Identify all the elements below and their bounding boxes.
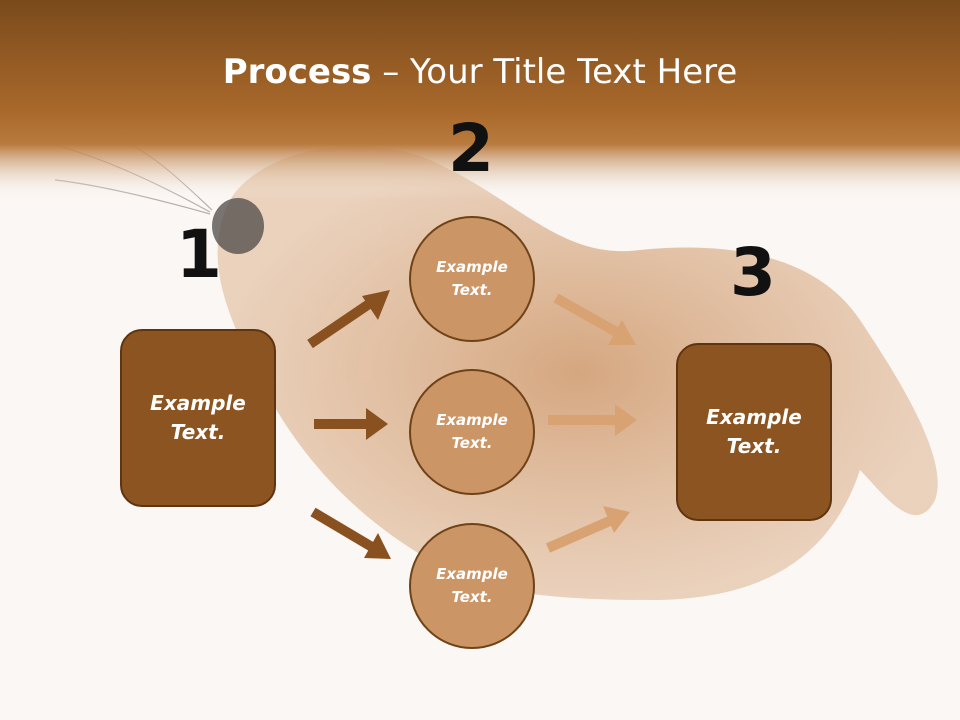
left-box-line1: Example <box>150 391 246 415</box>
circle-bottom: Example Text. <box>409 523 535 649</box>
circle-bottom-line2: Text. <box>451 588 493 606</box>
right-box: Example Text. <box>676 343 832 521</box>
left-box: Example Text. <box>120 329 276 507</box>
left-box-line2: Text. <box>170 420 226 444</box>
circle-bottom-line1: Example <box>436 565 508 583</box>
circle-middle-line2: Text. <box>451 434 493 452</box>
step-number-2: 2 <box>448 110 494 187</box>
circle-top: Example Text. <box>409 216 535 342</box>
circle-top-line2: Text. <box>451 281 493 299</box>
title-bold: Process <box>222 52 372 92</box>
right-box-line2: Text. <box>726 434 782 458</box>
circle-top-line1: Example <box>436 258 508 276</box>
circle-middle-line1: Example <box>436 411 508 429</box>
circle-middle: Example Text. <box>409 369 535 495</box>
right-box-line1: Example <box>706 405 802 429</box>
title-rest: – Your Title Text Here <box>371 52 738 92</box>
step-number-3: 3 <box>730 234 776 311</box>
slide-title: Process – Your Title Text Here <box>0 52 960 92</box>
step-number-1: 1 <box>176 216 222 293</box>
